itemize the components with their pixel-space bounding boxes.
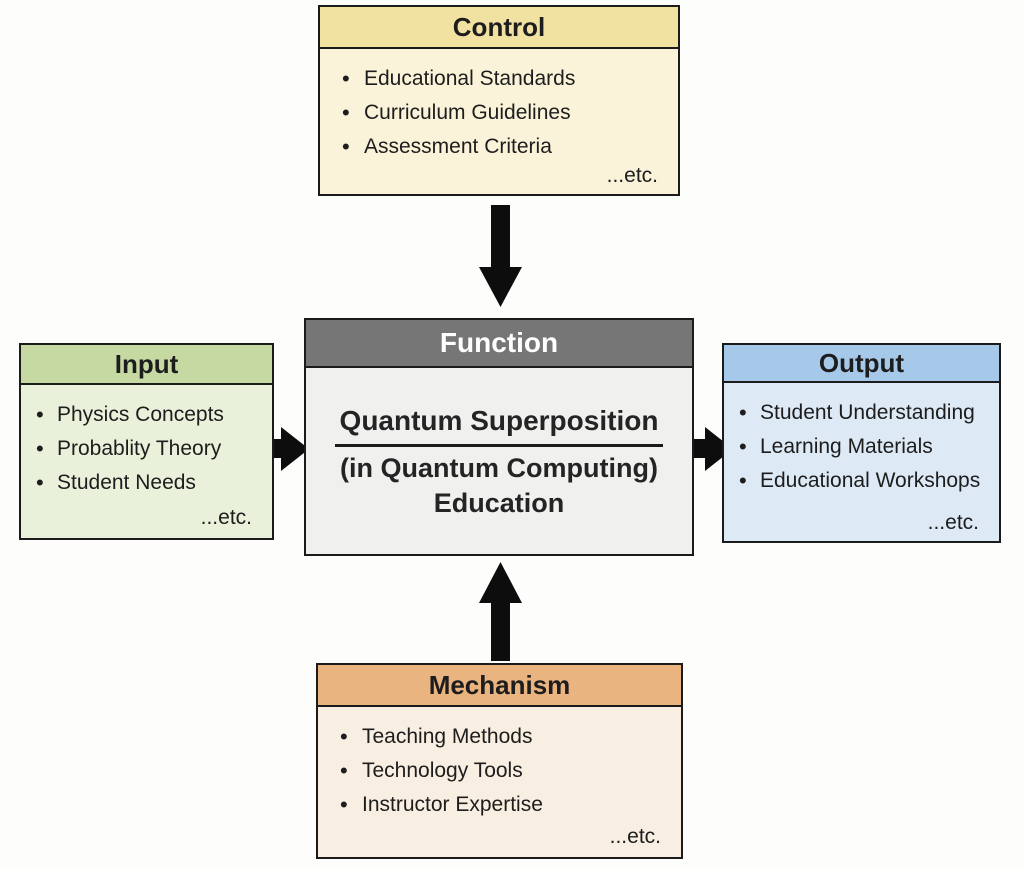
list-item: Curriculum Guidelines <box>334 96 668 130</box>
list-item: Physics Concepts <box>31 398 262 432</box>
input-items-list: Physics Concepts Probablity Theory Stude… <box>21 385 272 500</box>
control-box-title: Control <box>452 11 546 42</box>
output-box-body: Student Understanding Learning Materials… <box>724 383 999 541</box>
list-item: Student Understanding <box>734 396 989 430</box>
output-box-title: Output <box>818 347 905 378</box>
output-items-list: Student Understanding Learning Materials… <box>724 383 999 498</box>
function-box-body: Quantum Superposition (in Quantum Comput… <box>306 368 692 554</box>
output-box: Output Student Understanding Learning Ma… <box>722 343 1001 543</box>
output-etc-label: ...etc. <box>927 511 979 534</box>
input-box: Input Physics Concepts Probablity Theory… <box>19 343 274 540</box>
output-box-header: Output <box>724 345 999 383</box>
input-box-header: Input <box>21 345 272 385</box>
function-box-title: Function <box>439 327 559 358</box>
control-box-body: Educational Standards Curriculum Guideli… <box>320 49 678 196</box>
control-etc-label: ...etc. <box>606 164 658 187</box>
function-box-header: Function <box>306 320 692 368</box>
control-box-header: Control <box>320 7 678 49</box>
list-item: Educational Workshops <box>734 464 989 498</box>
control-box: Control Educational Standards Curriculum… <box>318 5 680 196</box>
function-context-line1: (in Quantum Computing) <box>340 453 658 483</box>
list-item: Assessment Criteria <box>334 130 668 164</box>
arrow-control-to-function <box>479 205 522 307</box>
mechanism-items-list: Teaching Methods Technology Tools Instru… <box>318 707 681 822</box>
list-item: Learning Materials <box>734 430 989 464</box>
input-etc-label: ...etc. <box>200 506 252 529</box>
list-item: Educational Standards <box>334 62 668 96</box>
mechanism-box-title: Mechanism <box>428 669 571 700</box>
list-item: Probablity Theory <box>31 432 262 466</box>
function-divider-line <box>335 444 663 447</box>
mechanism-box: Mechanism Teaching Methods Technology To… <box>316 663 683 859</box>
function-name: Quantum Superposition <box>339 405 659 436</box>
list-item: Technology Tools <box>332 754 671 788</box>
input-box-title: Input <box>114 348 179 379</box>
mechanism-etc-label: ...etc. <box>609 825 661 848</box>
mechanism-box-header: Mechanism <box>318 665 681 707</box>
list-item: Instructor Expertise <box>332 788 671 822</box>
function-context-line2: Education <box>433 488 565 518</box>
mechanism-box-body: Teaching Methods Technology Tools Instru… <box>318 707 681 857</box>
function-box: Function Quantum Superposition (in Quant… <box>304 318 694 556</box>
list-item: Teaching Methods <box>332 720 671 754</box>
control-items-list: Educational Standards Curriculum Guideli… <box>320 49 678 164</box>
arrow-mechanism-to-function <box>479 562 522 661</box>
input-box-body: Physics Concepts Probablity Theory Stude… <box>21 385 272 538</box>
list-item: Student Needs <box>31 466 262 500</box>
